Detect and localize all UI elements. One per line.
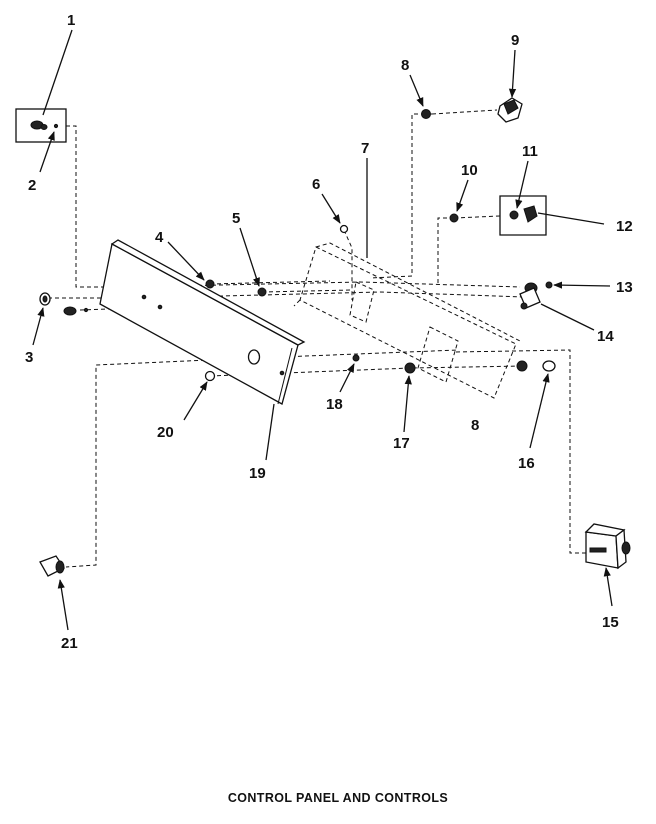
callout-14: 14 [597, 328, 614, 345]
indicator-lens [39, 292, 89, 316]
console-housing [293, 242, 521, 399]
callout-9: 9 [511, 32, 519, 49]
callout-11: 11 [522, 143, 538, 160]
screw-6 [339, 224, 349, 234]
callout-12: 12 [616, 218, 633, 235]
callout-labels: 1 2 3 4 5 6 7 8 9 10 11 12 13 14 15 16 1… [25, 12, 633, 652]
screw-10 [449, 213, 459, 223]
switch-14 [519, 281, 553, 310]
callout-5: 5 [232, 210, 240, 227]
callout-16: 16 [518, 455, 535, 472]
callout-4: 4 [155, 229, 164, 246]
screw-4 [205, 279, 215, 289]
callout-8-top: 8 [401, 57, 409, 74]
callout-2: 2 [28, 177, 36, 194]
control-panel [99, 239, 306, 405]
nut-8-top [421, 109, 431, 119]
callout-6: 6 [312, 176, 320, 193]
timer-15 [584, 523, 631, 570]
callout-21: 21 [61, 635, 78, 652]
switch-bracket [499, 195, 547, 236]
switch-9 [497, 97, 523, 123]
leader-lines [32, 29, 613, 631]
callout-18: 18 [326, 396, 343, 413]
nut-17 [404, 362, 416, 374]
callout-3: 3 [25, 349, 33, 366]
callout-17: 17 [393, 435, 410, 452]
knob-16 [542, 360, 556, 372]
screw-20 [204, 370, 216, 382]
callout-19: 19 [249, 465, 266, 482]
lamp-bracket [15, 108, 67, 143]
callout-7: 7 [361, 140, 369, 157]
screw-18 [352, 354, 360, 362]
nut-8-lower [516, 360, 528, 372]
callout-20: 20 [157, 424, 174, 441]
callout-8-lower: 8 [471, 417, 479, 434]
callout-15: 15 [602, 614, 619, 631]
screw-5 [257, 287, 267, 297]
knob-21 [39, 555, 65, 577]
diagram-caption: CONTROL PANEL AND CONTROLS [228, 791, 448, 805]
callout-13: 13 [616, 279, 633, 296]
callout-1: 1 [67, 12, 75, 29]
callout-10: 10 [461, 162, 478, 179]
